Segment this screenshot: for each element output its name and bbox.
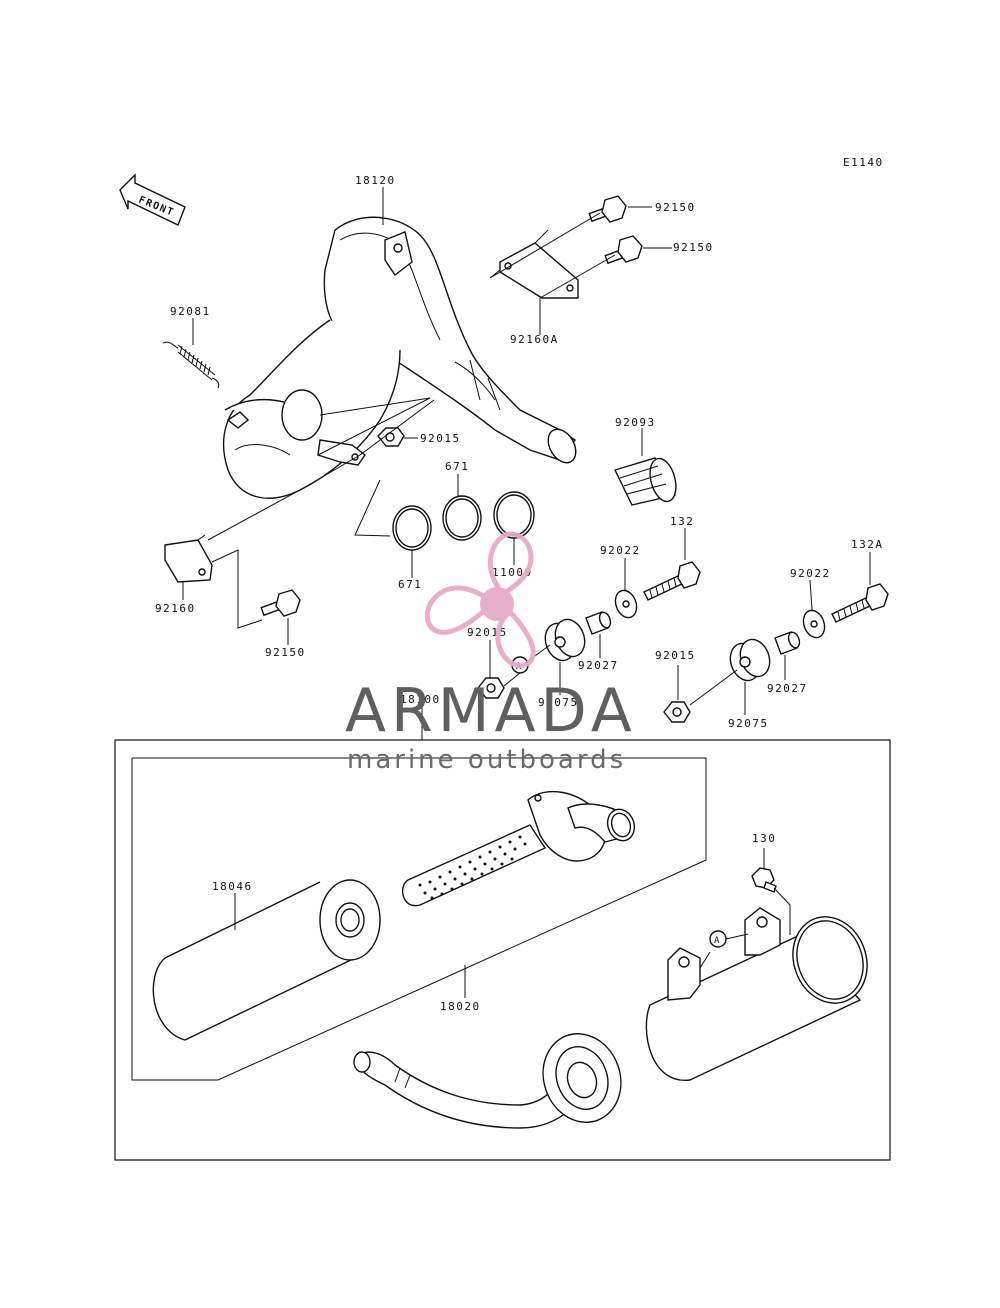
label-92150-top-b: 92150	[673, 241, 714, 254]
diagram-code: E1140	[843, 156, 884, 169]
damper-92075-a	[544, 618, 586, 662]
damper-92075-b	[729, 638, 771, 682]
bolt-132A	[831, 583, 889, 623]
header-pipe	[353, 1033, 622, 1129]
label-92027-b: 92027	[767, 682, 808, 695]
label-132: 132	[670, 515, 694, 528]
o-ring-671-b	[442, 495, 482, 541]
bolt-92150-top-a	[588, 195, 627, 223]
label-92150-lower: 92150	[265, 646, 306, 659]
label-671-b: 671	[398, 578, 422, 591]
label-92081: 92081	[170, 305, 211, 318]
label-671-a: 671	[445, 460, 469, 473]
label-92093: 92093	[615, 416, 656, 429]
bracket-92160	[164, 534, 213, 583]
label-18100: 18100	[400, 693, 441, 706]
label-132A: 132A	[851, 538, 884, 551]
callout-a-lower: A	[709, 930, 727, 948]
label-92160A: 92160A	[510, 333, 559, 346]
label-92015-b: 92015	[467, 626, 508, 639]
label-18020: 18020	[440, 1000, 481, 1013]
perforated-inner-pipe	[401, 790, 636, 907]
watermark-tagline: marine outboards	[347, 745, 626, 775]
label-18120: 18120	[355, 174, 396, 187]
watermark-brand: ARMADA	[345, 676, 637, 746]
leader-lines-lower	[234, 848, 791, 998]
expansion-chamber	[222, 216, 577, 499]
label-92160: 92160	[155, 602, 196, 615]
nut-92015-upper	[377, 427, 405, 447]
washer-92022-b	[802, 609, 826, 639]
watermark-logo: ARMADA marine outboards	[345, 531, 637, 775]
collar-92027-a	[585, 611, 612, 635]
bolt-92150-top-b	[604, 235, 643, 265]
perforation-dots	[418, 835, 527, 900]
propeller-icon	[424, 531, 536, 669]
front-arrow-icon: FRONT	[119, 173, 186, 226]
label-18046: 18046	[212, 880, 253, 893]
label-92015-upper: 92015	[420, 432, 461, 445]
rubber-92093	[614, 457, 677, 506]
label-92022-b: 92022	[790, 567, 831, 580]
label-130: 130	[752, 832, 776, 845]
bracket-92160A	[499, 229, 579, 299]
label-92075-b: 92075	[728, 717, 769, 730]
label-92027-a: 92027	[578, 659, 619, 672]
label-92150-top-a: 92150	[655, 201, 696, 214]
tail-silencer	[645, 907, 868, 1081]
muffler-assembly-box	[114, 739, 891, 1161]
bolt-130	[751, 867, 777, 893]
collar-92027-b	[774, 631, 801, 655]
callout-a-lower-label: A	[714, 936, 720, 946]
label-11009: 11009	[492, 566, 533, 579]
label-92022-a: 92022	[600, 544, 641, 557]
spring-92081	[162, 341, 220, 389]
bolt-132	[643, 561, 701, 601]
nut-92015-b	[477, 677, 505, 699]
label-92075-a: 92075	[538, 696, 579, 709]
leader-lines	[182, 187, 871, 740]
silencer-body	[152, 879, 381, 1041]
o-ring-671-a	[392, 505, 432, 551]
nut-92015-c	[663, 701, 691, 723]
label-92015-c: 92015	[655, 649, 696, 662]
bolt-92150-lower	[260, 589, 301, 617]
o-ring-11009	[493, 491, 535, 539]
washer-92022-a	[614, 589, 638, 619]
